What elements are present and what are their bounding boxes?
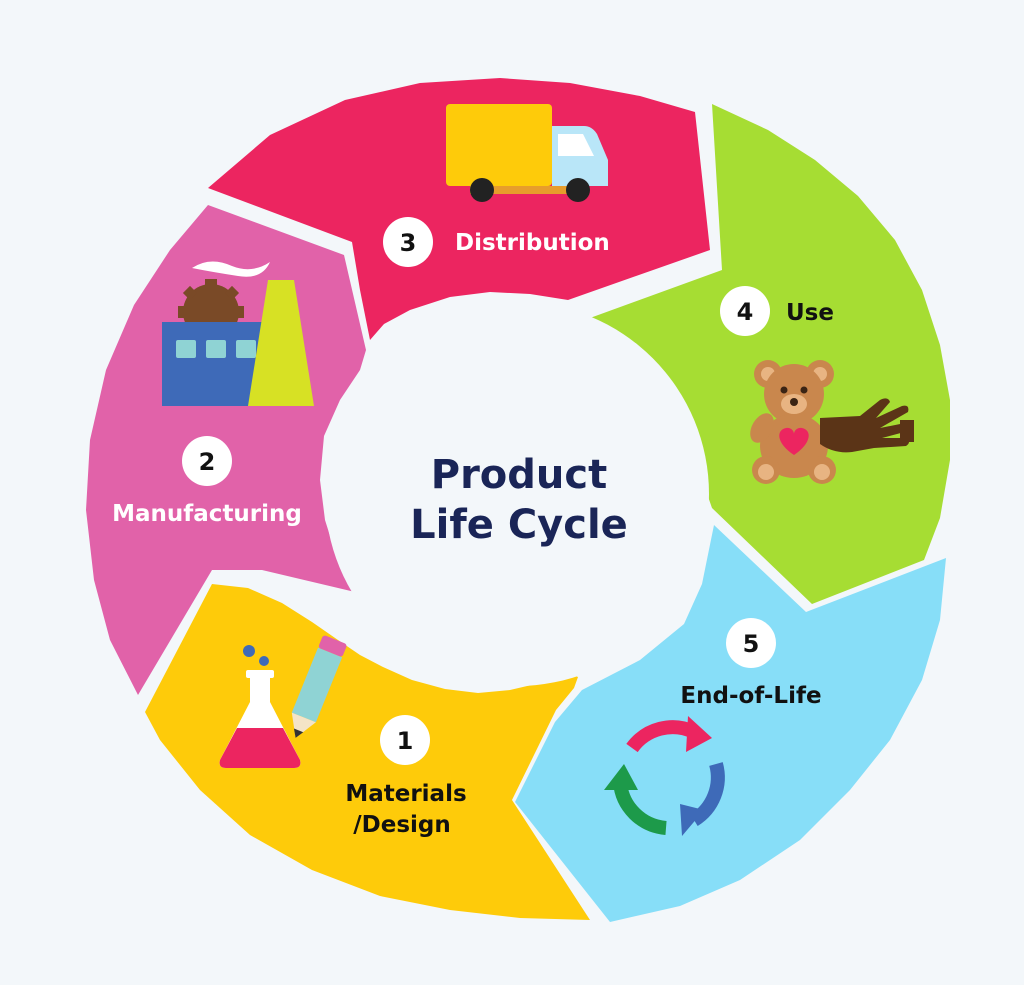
- stage-distribution: 3 Distribution: [383, 104, 610, 267]
- center-hub: [325, 302, 709, 686]
- stage-label: End-of-Life: [680, 683, 821, 709]
- stage-number-badge: [182, 436, 232, 486]
- stage-number-badge: [383, 217, 433, 267]
- segment-use: [590, 104, 950, 604]
- stage-label: Distribution: [455, 230, 610, 256]
- stage-number-badge: [720, 286, 770, 336]
- segment-materials-design: [145, 584, 590, 920]
- factory-icon: [162, 261, 314, 406]
- center-title-line2: Life Cycle: [410, 502, 628, 548]
- stage-use: 4 Use: [720, 286, 914, 484]
- stage-materials-design: 1 Materials /Design: [219, 635, 467, 838]
- stage-label: Use: [786, 300, 834, 326]
- stage-label: Manufacturing: [112, 501, 302, 527]
- teddy-bear-hand-icon: [750, 360, 914, 484]
- stage-end-of-life: 5 End-of-Life: [604, 618, 822, 836]
- center-title-line1: Product: [431, 452, 607, 498]
- stage-number: 5: [743, 630, 760, 658]
- stage-label-line2: /Design: [353, 812, 451, 838]
- stage-manufacturing: 2 Manufacturing: [112, 261, 314, 527]
- stage-number: 4: [737, 298, 754, 326]
- flask-pencil-icon: [219, 635, 347, 768]
- truck-icon: [446, 104, 608, 202]
- stage-number-badge: [380, 715, 430, 765]
- stage-number: 1: [397, 727, 414, 755]
- stage-number-badge: [726, 618, 776, 668]
- stage-number: 2: [199, 448, 216, 476]
- segment-end-of-life: [515, 525, 946, 922]
- stage-label-line1: Materials: [345, 781, 466, 807]
- stage-number: 3: [400, 229, 417, 257]
- recycle-arrows-icon: [604, 716, 725, 836]
